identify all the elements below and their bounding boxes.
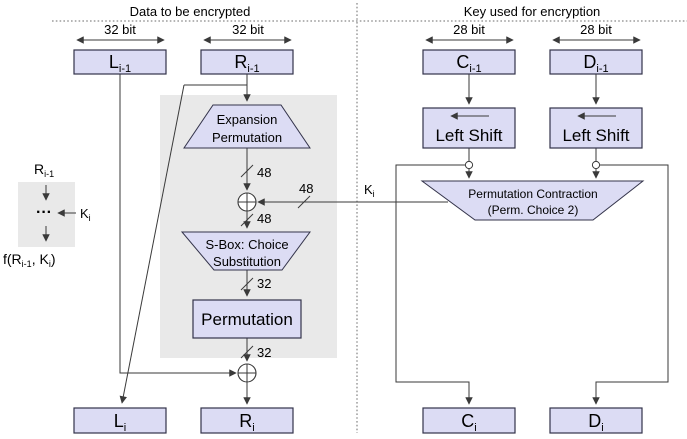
left-half-title: Data to be encrypted (130, 4, 251, 19)
expansion-line2: Permutation (212, 130, 282, 145)
l-next-label: Li (114, 411, 126, 434)
legend-output-label: f(Ri-1, Ki) (3, 251, 55, 269)
expansion-out-label: 48 (257, 165, 271, 180)
permutation-contraction-line1: Permutation Contraction (468, 187, 597, 201)
legend-input-label: Ri-1 (34, 161, 54, 179)
left-shift-c-label: Left Shift (435, 126, 502, 145)
c-width-label: 28 bit (453, 22, 485, 37)
c-prev-box (422, 49, 516, 75)
r-prev-box (200, 49, 294, 75)
right-half-title: Key used for encryption (464, 4, 601, 19)
permutation-out-label: 32 (257, 345, 271, 360)
r-prev-label: Ri-1 (234, 52, 259, 75)
c-next-label: Ci (461, 411, 476, 434)
sbox-out-label: 32 (257, 276, 271, 291)
r-next-box (200, 407, 294, 434)
xor1-icon (237, 192, 257, 212)
xor-out-label: 48 (257, 211, 271, 226)
branch-node-c-icon (464, 160, 474, 170)
tick-xor-out (240, 213, 254, 227)
wire-loop-to-dnext (592, 164, 669, 405)
l-prev-label: Li-1 (109, 52, 131, 75)
left-shift-d-block (549, 107, 643, 149)
permutation-contraction-block (420, 180, 645, 221)
tick-sbox-out (240, 277, 254, 291)
left-shift-c-block (422, 107, 516, 149)
sbox-block (180, 231, 311, 271)
wire-loop-to-cnext (395, 164, 473, 405)
tick-permutation-out (240, 345, 254, 359)
permutation-label: Permutation (201, 310, 293, 329)
c-prev-label: Ci-1 (456, 52, 481, 75)
legend-key-label: Ki (80, 206, 91, 223)
r-width-label: 32 bit (232, 22, 264, 37)
permutation-contraction-line2: (Perm. Choice 2) (488, 203, 579, 217)
tick-expansion-out (240, 164, 254, 178)
d-next-label: Di (588, 411, 603, 434)
r-next-label: Ri (239, 411, 254, 434)
xor2-icon (237, 363, 257, 383)
d-next-box (549, 407, 643, 434)
l-next-box (73, 407, 167, 434)
l-width-label: 32 bit (104, 22, 136, 37)
c-next-box (422, 407, 516, 434)
expansion-permutation-block (183, 104, 311, 149)
branch-node-d-icon (591, 160, 601, 170)
expansion-line1: Expansion (217, 112, 278, 127)
key-label: Ki (364, 182, 375, 199)
sbox-line1: S-Box: Choice (205, 237, 288, 252)
left-shift-d-label: Left Shift (562, 126, 629, 145)
tick-key-in (297, 195, 311, 209)
sbox-line2: Substitution (213, 254, 281, 269)
wire-lprev-to-xor (119, 74, 237, 377)
d-width-label: 28 bit (580, 22, 612, 37)
d-prev-label: Di-1 (583, 52, 608, 75)
legend-dots: ··· (36, 204, 52, 221)
permutation-block (192, 299, 302, 339)
l-prev-box (73, 49, 167, 75)
key-in-label: 48 (299, 181, 313, 196)
wire-rprev-to-lnext (119, 84, 185, 404)
d-prev-box (549, 49, 643, 75)
